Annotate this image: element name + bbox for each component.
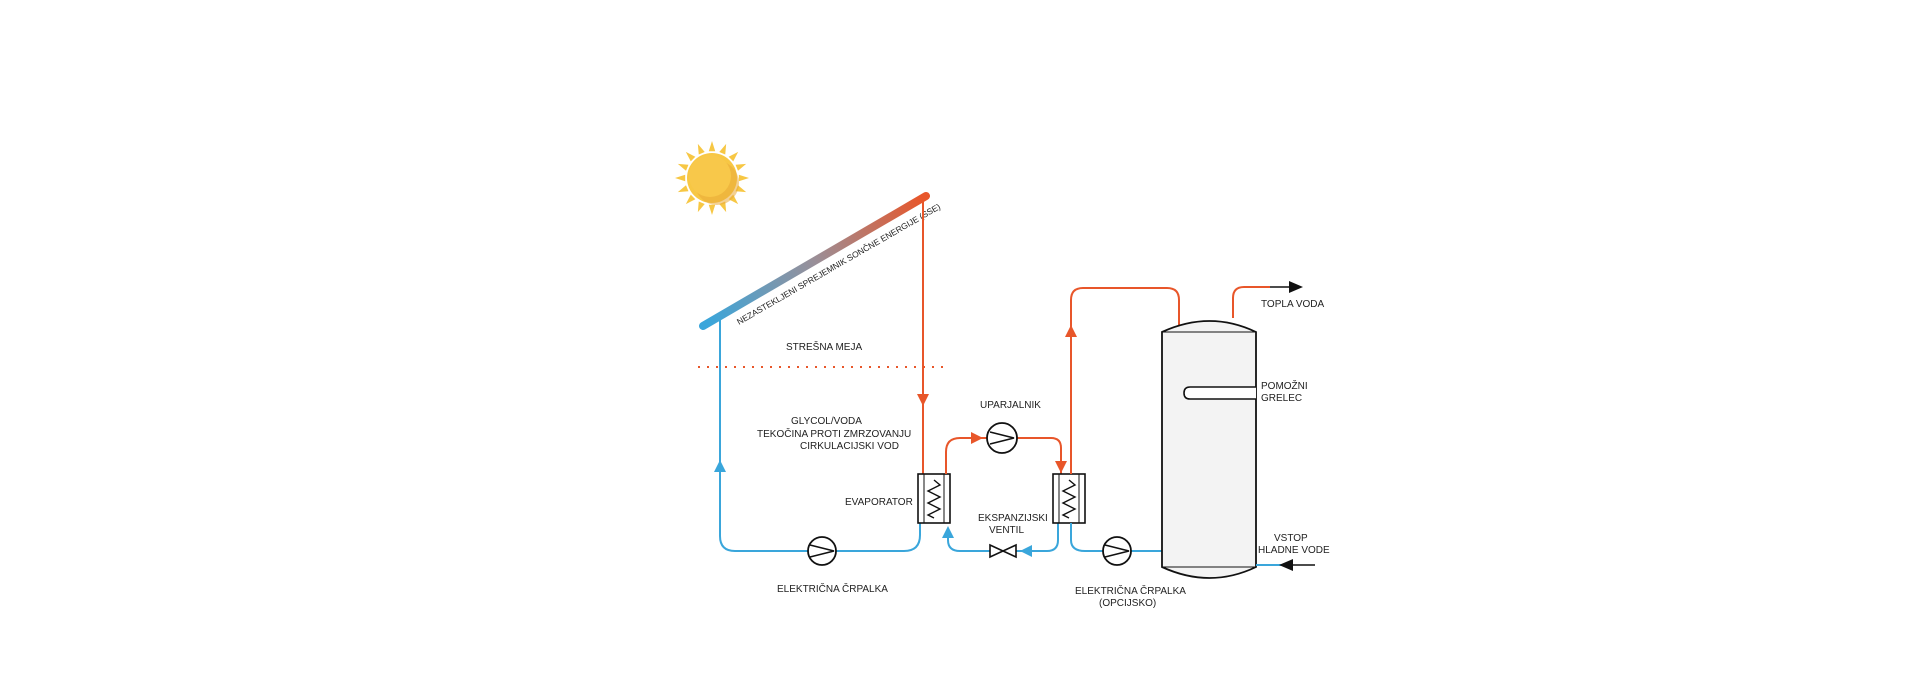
heat-exchanger-icon: [917, 473, 951, 524]
svg-text:CIRKULACIJSKI VOD: CIRKULACIJSKI VOD: [800, 441, 899, 452]
heat-exchanger-icon: [1052, 473, 1086, 524]
svg-text:GRELEC: GRELEC: [1261, 393, 1302, 404]
hot-water-outlet: [1232, 281, 1303, 318]
sun-ray: [738, 174, 749, 182]
sun-ray: [697, 143, 705, 155]
cold-water-label: VSTOP HLADNE VODE: [1258, 533, 1330, 556]
pump-2-label: ELEKTRIČNA ČRPALKA (OPCIJSKO): [1075, 584, 1186, 609]
sun-icon: [675, 141, 749, 215]
sun-ray: [675, 174, 686, 182]
collector-supply-line: [917, 198, 929, 474]
tank-supply-line: [1065, 287, 1180, 474]
sun-ray: [677, 163, 689, 171]
pump-1-label: ELEKTRIČNA ČRPALKA: [777, 582, 888, 595]
pump-icon: [807, 536, 837, 566]
evaporator-label: EVAPORATOR: [845, 497, 913, 508]
expansion-valve-icon: [989, 543, 1017, 559]
heater-label: POMOŽNI GRELEC: [1261, 379, 1308, 404]
svg-text:GLYCOL/VODA: GLYCOL/VODA: [791, 416, 862, 427]
glycol-label: GLYCOL/VODA TEKOČINA PROTI ZMRZOVANJU CI…: [757, 416, 911, 452]
tank-return-line: [1070, 523, 1164, 552]
svg-text:ELEKTRIČNA ČRPALKA: ELEKTRIČNA ČRPALKA: [1075, 584, 1186, 597]
pump-icon: [1102, 536, 1132, 566]
svg-text:TEKOČINA PROTI ZMRZOVANJU: TEKOČINA PROTI ZMRZOVANJU: [757, 427, 911, 440]
svg-text:VSTOP: VSTOP: [1274, 533, 1308, 544]
compressor-icon: [986, 422, 1018, 454]
sun-ray: [685, 151, 696, 162]
sun-ray: [677, 185, 689, 193]
sun-ray: [708, 204, 716, 215]
solar-collector: [699, 192, 930, 330]
collector-label: NEZASTEKLJENI SPREJEMNIK SONČNE ENERGIJE…: [735, 201, 942, 326]
svg-text:HLADNE VODE: HLADNE VODE: [1258, 545, 1330, 556]
hot-water-label: TOPLA VODA: [1261, 299, 1325, 310]
expansion-valve-label: EKSPANZIJSKI VENTIL: [978, 513, 1048, 536]
svg-text:POMOŽNI: POMOŽNI: [1261, 379, 1308, 392]
svg-text:VENTIL: VENTIL: [989, 525, 1024, 536]
sun-ray: [685, 194, 696, 205]
sun-ray: [728, 151, 739, 162]
sun-ray: [719, 143, 727, 155]
svg-text:EKSPANZIJSKI: EKSPANZIJSKI: [978, 513, 1048, 524]
compressor-label: UPARJALNIK: [980, 400, 1041, 411]
sun-ray: [708, 141, 716, 152]
cold-water-inlet: [1256, 559, 1315, 571]
roof-label: STREŠNA MEJA: [786, 340, 862, 353]
sun-ray: [735, 163, 747, 171]
storage-tank-icon: [1161, 320, 1257, 579]
svg-text:(OPCIJSKO): (OPCIJSKO): [1099, 598, 1156, 609]
sun-ray: [697, 201, 705, 213]
auxiliary-heater: [1183, 386, 1256, 400]
